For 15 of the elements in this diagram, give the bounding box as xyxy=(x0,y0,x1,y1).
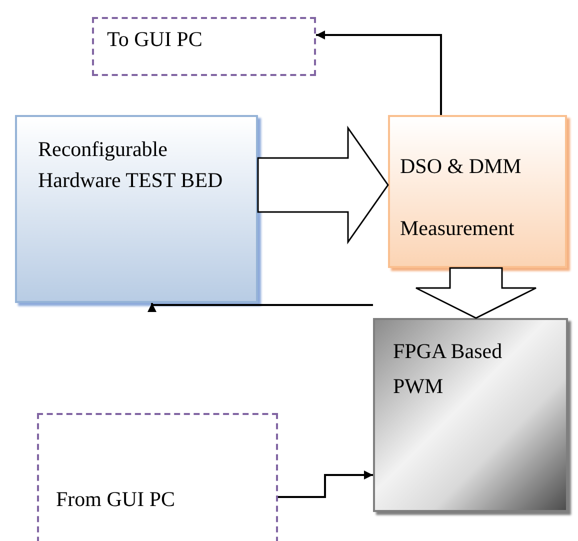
dashed-box xyxy=(37,413,278,541)
arrow xyxy=(316,30,442,115)
arrow xyxy=(278,470,373,498)
node-label: To GUI PC xyxy=(107,27,204,51)
process-box xyxy=(373,318,568,512)
arrow xyxy=(148,302,373,312)
node-label: From GUI PC xyxy=(56,487,176,511)
node-label: DSO & DMM Measurement xyxy=(400,153,522,242)
block-arrow xyxy=(415,267,537,319)
process-box xyxy=(15,115,258,303)
block-arrow xyxy=(257,126,389,244)
process-box xyxy=(388,115,567,268)
node-label: Reconfigurable Hardware TEST BED xyxy=(38,136,224,194)
node-label: FPGA Based PWM xyxy=(393,338,503,400)
dashed-box xyxy=(92,17,316,76)
